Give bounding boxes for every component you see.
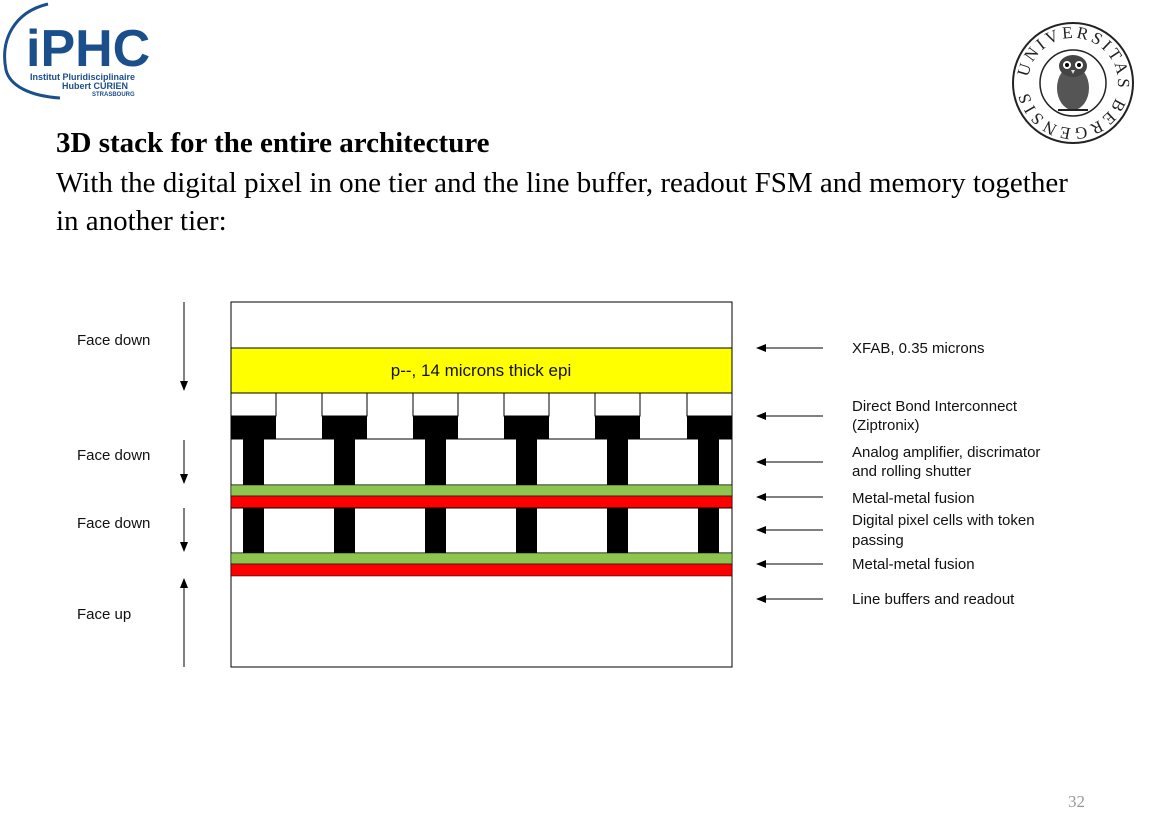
tsv-via — [243, 439, 264, 485]
bond-pad — [412, 392, 459, 417]
layer-label-dbi-line1: Direct Bond Interconnect — [852, 398, 1018, 415]
bond-interconnect-layer — [230, 392, 733, 440]
tsv-via — [607, 439, 628, 485]
slide-intro-text: With the digital pixel in one tier and t… — [56, 167, 1068, 237]
layer-label-dbi-line2: (Ziptronix) — [852, 417, 920, 434]
bond-block — [322, 416, 367, 439]
owl-icon — [1057, 55, 1089, 111]
tsv-via — [243, 508, 264, 553]
layer-label-analog-line2: and rolling shutter — [852, 463, 971, 480]
uib-seal-logo: UNIVERSITAS BERGENSIS — [1012, 22, 1134, 144]
tsv-via — [334, 508, 355, 553]
orientation-label-4: Face up — [77, 606, 131, 623]
metal-fusion-green-2 — [230, 552, 733, 565]
tsv-via — [516, 439, 537, 485]
iphc-line3: STRASBOURG — [92, 92, 135, 98]
digital-tier — [230, 507, 733, 554]
bond-block — [504, 416, 549, 439]
bond-block — [231, 416, 276, 439]
bond-pad — [503, 392, 550, 417]
tsv-via — [334, 439, 355, 485]
iphc-line2: Hubert CURIEN — [62, 81, 128, 91]
bond-pad — [686, 392, 733, 417]
layer-label-digital-line2: passing — [852, 532, 904, 549]
layer-label-fusion-2: Metal-metal fusion — [852, 556, 975, 573]
layer-label-analog-line1: Analog amplifier, discrimator — [852, 444, 1040, 461]
epi-layer — [230, 347, 733, 394]
layer-label-digital-line1: Digital pixel cells with token — [852, 512, 1035, 529]
bond-block — [687, 416, 732, 439]
orientation-label-1: Face down — [77, 332, 150, 349]
bond-pad — [230, 392, 277, 417]
orientation-label-3: Face down — [77, 515, 150, 532]
metal-fusion-green-1 — [230, 484, 733, 497]
metal-fusion-red-1 — [230, 495, 733, 509]
bond-block — [413, 416, 458, 439]
layer-label-fusion-1: Metal-metal fusion — [852, 490, 975, 507]
analog-tier — [230, 438, 733, 486]
bond-pad — [594, 392, 641, 417]
tsv-via — [425, 508, 446, 553]
iphc-line1: Institut Pluridisciplinaire — [30, 72, 135, 82]
slide-heading: 3D stack for the entire architecture — [56, 127, 490, 159]
bond-pad — [321, 392, 368, 417]
layer-label-xfab: XFAB, 0.35 microns — [852, 340, 985, 357]
tsv-via — [698, 439, 719, 485]
tsv-via — [425, 439, 446, 485]
layer-label-line-buffers: Line buffers and readout — [852, 591, 1015, 608]
iphc-wordmark: iPHC — [26, 20, 150, 78]
iphc-logo: iPHC Institut Pluridisciplinaire Hubert … — [3, 2, 150, 100]
orientation-label-2: Face down — [77, 447, 150, 464]
tsv-via — [516, 508, 537, 553]
metal-fusion-red-2 — [230, 563, 733, 577]
tsv-via — [698, 508, 719, 553]
bond-block — [595, 416, 640, 439]
tsv-via — [607, 508, 628, 553]
page-number: 32 — [1068, 792, 1085, 811]
epi-layer-label: p--, 14 microns thick epi — [391, 361, 571, 380]
